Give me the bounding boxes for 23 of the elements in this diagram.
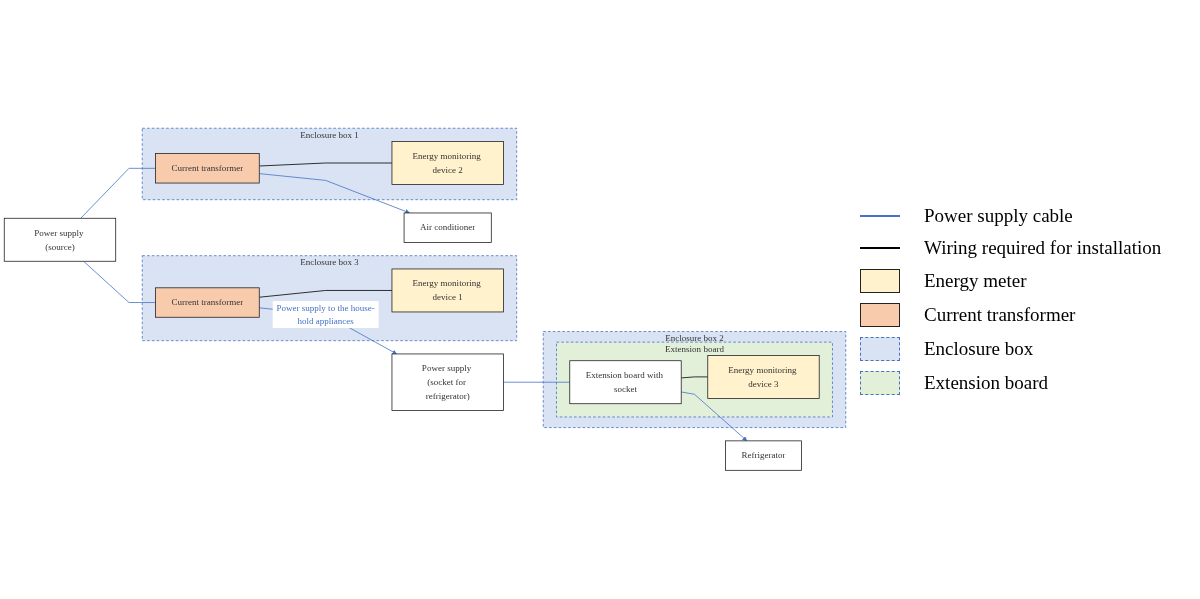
legend-label: Extension board xyxy=(924,371,1048,394)
node-box: Extension board with socket xyxy=(569,360,682,405)
connector xyxy=(83,261,156,304)
legend-label: Power supply cable xyxy=(924,204,1073,227)
node-box: Refrigerator xyxy=(725,440,802,471)
node-box: Current transformer xyxy=(155,153,260,184)
connector xyxy=(80,168,156,219)
legend-label: Enclosure box xyxy=(924,337,1034,360)
node-box: Energy monitoring device 1 xyxy=(391,268,504,313)
node-box: Power supply (socket for refrigerator) xyxy=(391,353,504,412)
legend-label: Current transformer xyxy=(924,303,1076,326)
legend-label: Wiring required for installation xyxy=(924,236,1162,259)
edge-label: Power supply to the house-hold appliances xyxy=(276,302,375,327)
node-box: Energy monitoring device 3 xyxy=(707,355,820,399)
legend-label: Energy meter xyxy=(924,269,1027,292)
node-box: Current transformer xyxy=(155,287,260,318)
node-box: Energy monitoring device 2 xyxy=(391,141,504,186)
connector xyxy=(258,290,393,298)
connector xyxy=(680,376,709,379)
node-box: Power supply (source) xyxy=(3,218,117,262)
connector xyxy=(258,162,393,167)
connector xyxy=(503,382,571,383)
node-box: Air conditioner xyxy=(403,212,492,244)
